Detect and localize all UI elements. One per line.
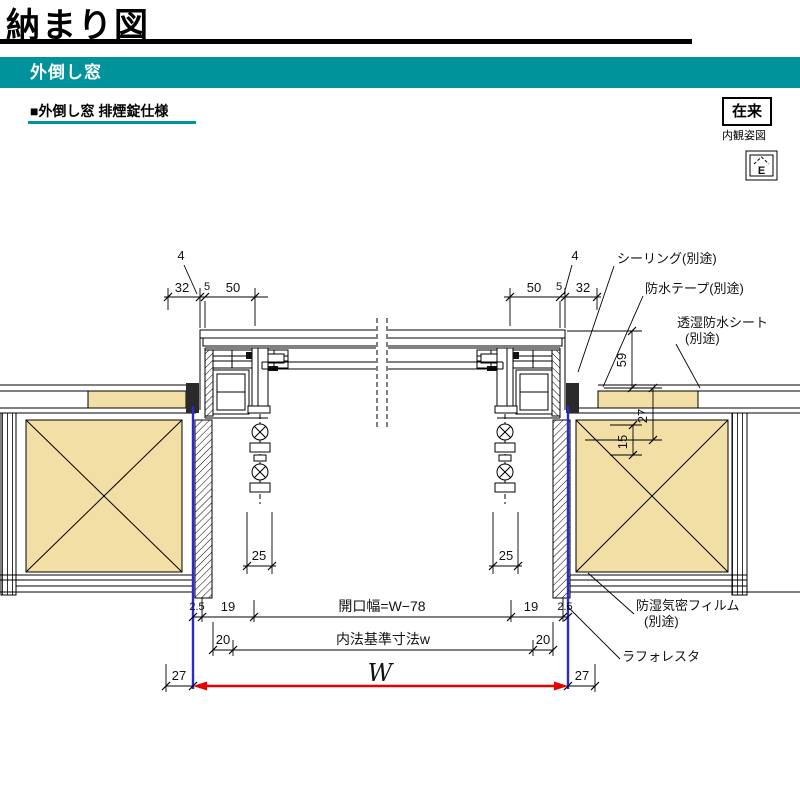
- icon-letter: E: [758, 165, 765, 177]
- dim-32-left: 32: [175, 280, 189, 295]
- dim-32-right: 32: [576, 280, 590, 295]
- callout-sealing: シーリング(別途): [617, 251, 717, 266]
- callout-waterproof-tape: 防水テープ(別途): [645, 281, 744, 296]
- dim-20-left: 20: [216, 632, 230, 647]
- dim-inner-standard: 内法基準寸法w: [336, 631, 431, 647]
- dim-4-right: 4: [571, 248, 578, 263]
- dim-19-left: 19: [221, 599, 235, 614]
- window-elevation-icon: E: [745, 150, 779, 187]
- dim-opening-width: 開口幅=W−78: [338, 598, 425, 614]
- top-dimensions: [163, 264, 602, 328]
- spec-heading: ■外倒し窓 排煙錠仕様: [30, 103, 169, 119]
- right-vertical-dimensions: [567, 326, 662, 460]
- dim-50-left: 50: [226, 280, 240, 295]
- page-title: 納まり図: [6, 7, 150, 45]
- dim-4-left: 4: [177, 248, 184, 263]
- opening-edge-lines: [191, 406, 570, 689]
- center-break-symbol: [376, 316, 388, 432]
- view-type-label: 内観姿図: [722, 130, 766, 142]
- bolt-offset-dimensions: [242, 512, 523, 574]
- dim-27-vertical: 27: [635, 409, 650, 423]
- bottom-dimensions: [161, 598, 600, 692]
- title-underline: [0, 39, 692, 44]
- overall-width-arrow: [193, 681, 568, 691]
- dim-25-right: 25: [499, 548, 513, 563]
- dim-5-left: 5: [204, 281, 210, 293]
- interior-trim-strips: [194, 419, 571, 599]
- dim-50-right: 50: [527, 280, 541, 295]
- right-wall-section: [566, 383, 800, 596]
- callout-laforesta: ラフォレスタ: [622, 649, 700, 664]
- dim-20-right: 20: [536, 632, 550, 647]
- dim-2-5-left: 2.5: [189, 601, 204, 613]
- callout-breathable-sheet-note: (別途): [685, 331, 720, 346]
- dim-59: 59: [614, 353, 629, 367]
- section-banner: 外倒し窓: [0, 57, 800, 88]
- jamb-profile: [199, 330, 289, 504]
- left-wall-section: [0, 383, 199, 596]
- dim-5-right: 5: [556, 281, 562, 293]
- dim-2-5-right: 2.5: [557, 601, 572, 613]
- callout-leader-lines: [566, 265, 701, 660]
- dim-25-left: 25: [252, 548, 266, 563]
- callout-breathable-sheet: 透湿防水シート: [677, 315, 768, 330]
- callout-moisture-film-note: (別途): [644, 614, 679, 629]
- dim-27-left: 27: [172, 668, 186, 683]
- construction-type-badge: 在来: [722, 97, 772, 126]
- callout-moisture-film: 防湿気密フィルム: [636, 598, 739, 613]
- dim-15: 15: [615, 435, 630, 449]
- dim-overall-width-W: W: [368, 659, 395, 687]
- banner-title: 外倒し窓: [30, 63, 102, 82]
- dim-27-right: 27: [575, 668, 589, 683]
- dim-19-right: 19: [524, 599, 538, 614]
- spec-heading-underline: [28, 121, 196, 124]
